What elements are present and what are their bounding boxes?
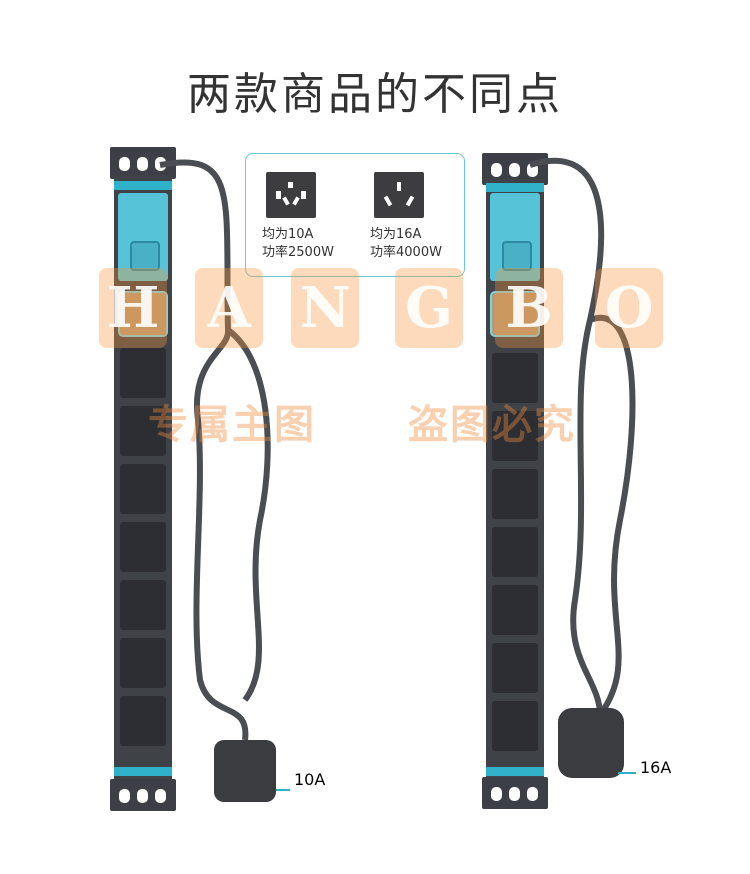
outlet xyxy=(120,522,166,572)
outlet xyxy=(492,701,538,751)
spec-10a-power: 功率2500W xyxy=(262,245,334,260)
plug-16a xyxy=(558,708,624,778)
outlet xyxy=(118,291,168,337)
outlet xyxy=(120,638,166,688)
outlet xyxy=(120,696,166,746)
outlet xyxy=(492,643,538,693)
outlet xyxy=(492,527,538,577)
spec-16a-current: 均为16A xyxy=(370,227,422,242)
power-switch-panel xyxy=(118,193,168,281)
bottom-mount-bracket xyxy=(110,779,176,811)
outlet xyxy=(120,348,166,398)
power-switch-button[interactable] xyxy=(130,241,160,271)
outlet xyxy=(490,291,540,337)
socket-10a-icon xyxy=(266,172,316,218)
spec-16a: 均为16A 功率4000W xyxy=(370,226,442,262)
plug-label-10a: 10A xyxy=(294,770,326,789)
pdu-bottom-cap xyxy=(486,767,544,776)
bottom-mount-bracket xyxy=(482,777,548,809)
outlet xyxy=(492,585,538,635)
outlet xyxy=(120,406,166,456)
spec-10a: 均为10A 功率2500W xyxy=(262,226,334,262)
socket-16a-icon xyxy=(374,172,424,218)
plug-label-16a: 16A xyxy=(640,758,672,777)
pdu-top-cap xyxy=(486,183,544,192)
outlet xyxy=(120,580,166,630)
outlet xyxy=(492,469,538,519)
spec-16a-power: 功率4000W xyxy=(370,245,442,260)
outlet xyxy=(492,411,538,461)
page-title: 两款商品的不同点 xyxy=(187,69,563,120)
outlet xyxy=(492,353,538,403)
power-switch-button[interactable] xyxy=(502,241,532,271)
pdu-top-cap xyxy=(114,181,172,190)
pdu-bottom-cap xyxy=(114,767,172,776)
top-mount-bracket xyxy=(110,147,176,179)
watermark-text-2: 盗图必究 xyxy=(408,401,576,448)
comparison-card: 均为10A 功率2500W 均为16A 功率4000W xyxy=(245,153,465,277)
plug-10a xyxy=(214,740,276,802)
watermark-text-1: 专属主图 xyxy=(148,401,316,448)
power-switch-panel xyxy=(490,193,540,281)
spec-10a-current: 均为10A xyxy=(262,227,314,242)
outlet xyxy=(120,464,166,514)
